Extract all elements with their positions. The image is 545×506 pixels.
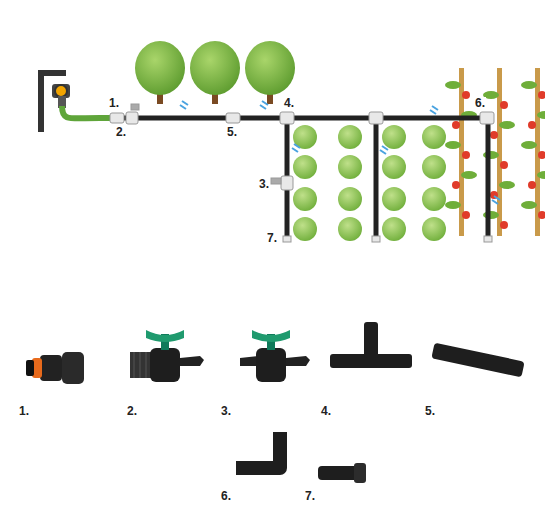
lettuce [338, 187, 362, 211]
tomato [452, 121, 460, 129]
tomato [500, 221, 508, 229]
callout-number: 6. [220, 490, 232, 502]
tomato-leaf [499, 181, 515, 189]
lettuce [382, 125, 406, 149]
callout-number: 7. [304, 490, 316, 502]
tomato [528, 121, 536, 129]
water-drop [492, 196, 500, 204]
tomato-plants [445, 68, 545, 236]
tomato-leaf [445, 141, 461, 149]
tomato [500, 161, 508, 169]
callout-number: 6. [474, 97, 486, 109]
water-drop [292, 144, 300, 152]
tomato [462, 211, 470, 219]
callout-number: 4. [320, 405, 332, 417]
fittings [110, 104, 494, 242]
lettuce [382, 155, 406, 179]
water-drop [430, 106, 438, 114]
lettuce [293, 187, 317, 211]
tomato-leaf [445, 81, 461, 89]
lettuce [422, 217, 446, 241]
tomato-leaf [521, 201, 537, 209]
lettuce [382, 187, 406, 211]
faucet [38, 70, 70, 132]
tomato-leaf [537, 111, 545, 119]
callout-number: 4. [283, 97, 295, 109]
tomato [538, 151, 545, 159]
lettuce [382, 217, 406, 241]
tomato-leaf [521, 81, 537, 89]
callout-number: 3. [258, 178, 270, 190]
tomato-leaf [499, 121, 515, 129]
tomato [538, 91, 545, 99]
lettuce-plants [293, 125, 446, 241]
tomato [538, 211, 545, 219]
lettuce [293, 155, 317, 179]
tomato-leaf [483, 211, 499, 219]
trees [135, 41, 295, 104]
tomato [462, 151, 470, 159]
lettuce [422, 125, 446, 149]
callout-number: 2. [115, 126, 127, 138]
tomato-leaf [521, 141, 537, 149]
callout-number: 3. [220, 405, 232, 417]
lettuce [422, 187, 446, 211]
callout-number: 1. [108, 97, 120, 109]
callout-number: 5. [226, 126, 238, 138]
water-drops [180, 101, 500, 204]
garden-hose [62, 106, 112, 118]
parts [26, 322, 525, 483]
drip-pipes [112, 118, 488, 238]
tomato [452, 181, 460, 189]
water-drop [380, 146, 388, 154]
tomato-leaf [461, 171, 477, 179]
lettuce [338, 217, 362, 241]
callout-number: 7. [266, 232, 278, 244]
tomato-leaf [483, 151, 499, 159]
tomato [500, 101, 508, 109]
water-drop [260, 101, 268, 109]
lettuce [293, 217, 317, 241]
tomato [490, 131, 498, 139]
callout-number: 2. [126, 405, 138, 417]
tomato [462, 91, 470, 99]
water-drop [180, 101, 188, 109]
tomato-leaf [537, 171, 545, 179]
tomato-leaf [445, 201, 461, 209]
callout-number: 1. [18, 405, 30, 417]
lettuce [338, 155, 362, 179]
tomato [528, 181, 536, 189]
lettuce [422, 155, 446, 179]
callout-number: 5. [424, 405, 436, 417]
lettuce [338, 125, 362, 149]
